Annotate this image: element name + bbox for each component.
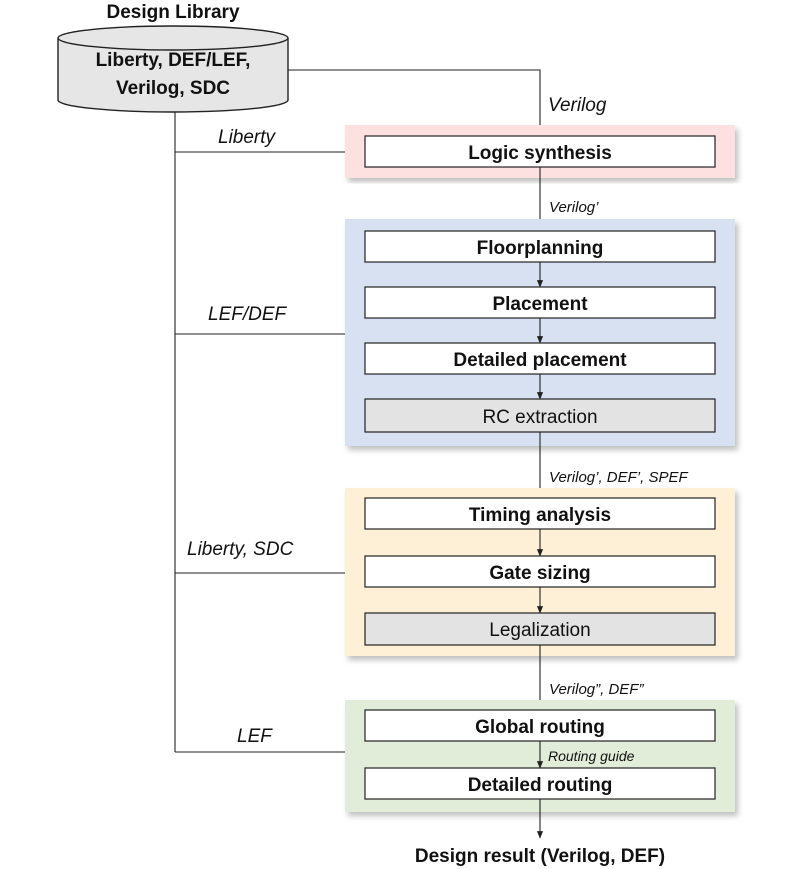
liberty-label: Liberty (218, 127, 277, 148)
detailed-placement-label: Detailed placement (453, 350, 627, 371)
placement-label: Placement (492, 294, 588, 315)
detailed-routing-label: Detailed routing (468, 775, 613, 796)
placement-box (364, 286, 716, 319)
library-title: Design Library (106, 2, 239, 23)
detailed-placement-box (364, 342, 716, 375)
synthesis-stage: Logic synthesis (345, 125, 735, 178)
verilog-label: Verilog (548, 95, 607, 116)
placement-stage: Floorplanning Placement Detailed placeme… (345, 219, 735, 446)
liberty-sdc-label: Liberty, SDC (187, 539, 294, 560)
global-routing-box (364, 709, 716, 742)
detailed-routing-box (364, 767, 716, 800)
lef-label: LEF (237, 726, 273, 747)
verilog-prime-label: Verilog’ (549, 199, 599, 216)
library-connectors (174, 69, 544, 756)
legalization-label: Legalization (489, 620, 590, 641)
gate-sizing-label: Gate sizing (489, 563, 590, 584)
global-routing-label: Global routing (475, 717, 605, 738)
floorplanning-box (364, 230, 716, 263)
logic-synthesis-box (364, 135, 716, 168)
library-formats-line2: Verilog, SDC (116, 78, 230, 99)
library-formats-line1: Liberty, DEF/LEF, (96, 50, 251, 71)
rc-extraction-label: RC extraction (482, 407, 597, 428)
rc-extraction-box (364, 398, 716, 433)
timing-analysis-label: Timing analysis (469, 505, 611, 526)
routing-stage: Global routing Routing guide Detailed ro… (345, 700, 735, 812)
verilog2-def2-label: Verilog”, DEF” (549, 681, 644, 698)
timing-stage: Timing analysis Gate sizing Legalization (345, 488, 735, 656)
verilog-def-spef-label: Verilog’, DEF’, SPEF (549, 469, 688, 486)
timing-analysis-box (364, 497, 716, 530)
design-library-cylinder: Liberty, DEF/LEF, Verilog, SDC (57, 25, 289, 113)
logic-synthesis-label: Logic synthesis (468, 143, 612, 164)
routing-guide-label: Routing guide (548, 748, 635, 764)
floorplanning-label: Floorplanning (477, 238, 604, 259)
legalization-box (364, 612, 716, 646)
verilog-arrow (288, 69, 544, 136)
design-result-label: Design result (Verilog, DEF) (415, 846, 665, 867)
gate-sizing-box (364, 555, 716, 588)
lef-def-label: LEF/DEF (208, 304, 288, 325)
